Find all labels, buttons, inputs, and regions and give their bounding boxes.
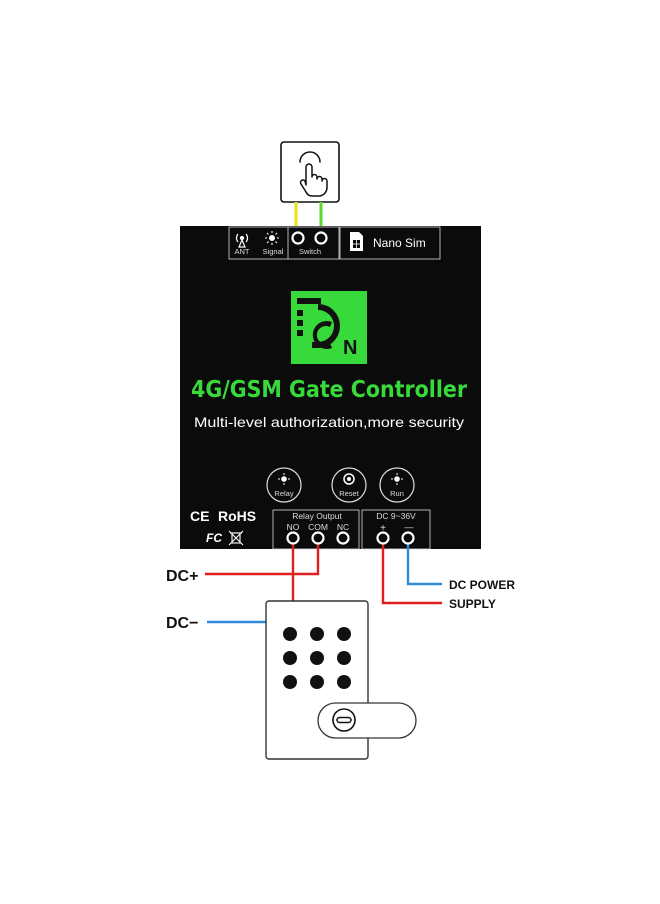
relay-indicator [266, 467, 302, 503]
dc-plus-wire [205, 538, 320, 576]
signal-sun-icon [265, 231, 279, 245]
svg-text:N: N [343, 337, 357, 359]
supply-plus-wire [381, 538, 442, 605]
ant-label: ANT [235, 247, 250, 256]
relay-output-label: Relay Output [292, 511, 342, 521]
fcc-mark: FC [206, 531, 222, 545]
run-led-icon [391, 473, 403, 485]
electric-lock [265, 600, 417, 760]
switch-label: Switch [299, 247, 321, 256]
reset-button[interactable] [331, 467, 367, 503]
product-subtitle: Multi-level authorization,more security [194, 414, 464, 430]
product-title: 4G/GSM Gate Controller [191, 377, 468, 403]
supply-minus-wire [406, 538, 442, 586]
rohs-mark: RoHS [218, 508, 256, 524]
reset-label: Reset [339, 489, 360, 498]
signal-label: Signal [263, 247, 284, 256]
supply-label: SUPPLY [449, 597, 496, 611]
sim-card-icon [350, 232, 363, 251]
plus-label: + [380, 523, 386, 534]
nano-sim-label: Nano Sim [373, 236, 426, 250]
minus-label: — [405, 522, 414, 532]
controller-panel [180, 226, 481, 549]
ce-mark: CE [190, 508, 209, 524]
run-label: Run [390, 489, 404, 498]
top-strip-left [228, 226, 340, 260]
push-button [280, 141, 340, 203]
hand-pointer-icon [299, 151, 328, 197]
antenna-icon [235, 233, 249, 248]
dc-range-label: DC 9~36V [376, 511, 416, 521]
nc-label: NC [337, 522, 349, 532]
relay-led-icon [278, 473, 290, 485]
wires [205, 538, 442, 624]
output-terminals [286, 531, 415, 545]
weee-bin-icon [228, 530, 244, 546]
keyhole-icon [332, 708, 356, 732]
relay-label: Relay [274, 489, 293, 498]
dc-minus-label: DC− [166, 615, 198, 632]
dcn-logo: N [291, 291, 367, 364]
dc-plus-label: DC+ [166, 568, 198, 585]
dc-input-box [361, 509, 431, 550]
dc-power-label: DC POWER [449, 578, 515, 592]
com-label: COM [308, 522, 328, 532]
lock-keypad [283, 627, 351, 689]
switch-terminals [291, 231, 328, 245]
relay-output-box [272, 509, 360, 550]
run-indicator [379, 467, 415, 503]
no-label: NO [287, 522, 300, 532]
top-strip-sim [339, 226, 441, 260]
